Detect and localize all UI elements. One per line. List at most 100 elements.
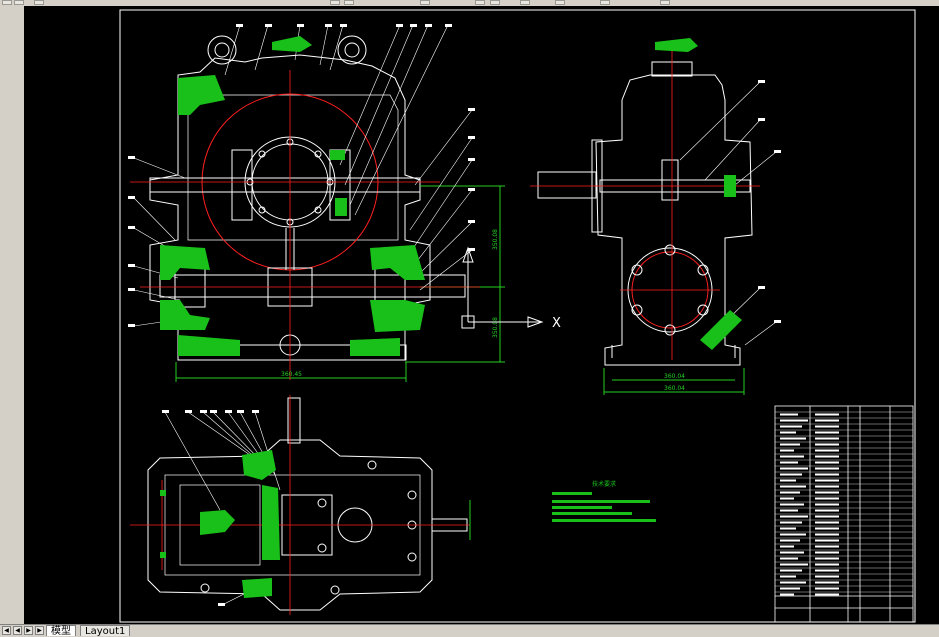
bom-cell-text	[815, 581, 839, 584]
first-tab-button[interactable]: ◀	[2, 626, 11, 635]
layout-tab-bar: ◀ ◀ ▶ ▶ 模型 Layout1	[0, 624, 939, 637]
bom-cell-text	[780, 539, 800, 542]
toolbar-icon[interactable]	[555, 0, 565, 5]
bom-cell-text	[815, 431, 839, 434]
bom-cell-text	[815, 557, 839, 560]
bom-cell-text	[815, 587, 839, 590]
bom-cell-text	[780, 533, 806, 536]
bom-cell-text	[780, 497, 794, 500]
bom-cell-text	[815, 527, 839, 530]
bom-cell-text	[780, 569, 802, 572]
bom-cell-text	[780, 425, 802, 428]
bom-cell-text	[780, 515, 808, 518]
side-view	[530, 40, 777, 395]
bom-cell-text	[780, 437, 806, 440]
bom-cell-text	[780, 479, 796, 482]
bom-cell-text	[780, 485, 806, 488]
left-dock-panel	[0, 6, 25, 624]
cad-drawing[interactable]: 360.45 350.08 350.08 X	[24, 6, 939, 624]
bom-cell-text	[780, 551, 804, 554]
toolbar-icon[interactable]	[600, 0, 610, 5]
bom-cell-text	[780, 503, 804, 506]
bom-cell-text	[815, 575, 839, 578]
bom-cell-text	[815, 461, 839, 464]
bom-cell-text	[780, 581, 806, 584]
bom-cell-text	[780, 509, 798, 512]
bom-cell-text	[815, 533, 839, 536]
bom-cell-text	[815, 425, 839, 428]
bom-cell-text	[780, 527, 796, 530]
toolbar-icon[interactable]	[520, 0, 530, 5]
bom-cell-text	[780, 557, 798, 560]
bom-cell-text	[780, 467, 808, 470]
toolbar-icon[interactable]	[660, 0, 670, 5]
bom-cell-text	[780, 563, 808, 566]
balloon-labels-top	[162, 410, 259, 606]
bom-cell-text	[815, 509, 839, 512]
bom-cell-text	[780, 491, 800, 494]
bom-cell-text	[815, 503, 839, 506]
front-dim-height-lower: 350.08	[492, 317, 499, 338]
toolbar-icon[interactable]	[344, 0, 354, 5]
bom-cell-text	[815, 497, 839, 500]
front-view-sections	[160, 36, 425, 356]
bom-cell-text	[815, 413, 839, 416]
bom-cell-text	[815, 545, 839, 548]
toolbar-icon[interactable]	[2, 0, 12, 5]
bom-cell-text	[815, 569, 839, 572]
bom-cell-text	[815, 593, 839, 596]
bom-cell-text	[780, 473, 802, 476]
bom-rows	[775, 411, 913, 596]
side-dim-base-width: 360.04	[664, 373, 685, 380]
bom-cell-text	[815, 473, 839, 476]
bom-cell-text	[780, 431, 796, 434]
last-tab-button[interactable]: ▶	[35, 626, 44, 635]
bom-cell-text	[780, 575, 796, 578]
bom-cell-text	[780, 545, 794, 548]
bom-cell-text	[780, 455, 804, 458]
technical-requirements: 技术要求	[552, 480, 656, 522]
bom-cell-text	[780, 413, 798, 416]
prev-tab-button[interactable]: ◀	[13, 626, 22, 635]
bom-cell-text	[780, 449, 794, 452]
bom-cell-text	[815, 485, 839, 488]
toolbar-icon[interactable]	[475, 0, 485, 5]
ucs-x-label: X	[552, 316, 561, 331]
toolbar-icon[interactable]	[420, 0, 430, 5]
top-view-sections	[160, 450, 280, 598]
top-view	[130, 395, 471, 615]
bom-cell-text	[815, 419, 839, 422]
toolbar-icon[interactable]	[34, 0, 44, 5]
bom-cell-text	[780, 443, 800, 446]
side-dim-overall-width: 360.04	[664, 385, 685, 392]
drawing-frame	[119, 9, 916, 623]
bom-cell-text	[815, 479, 839, 482]
tab-layout1[interactable]: Layout1	[80, 625, 131, 637]
toolbar-icon[interactable]	[14, 0, 24, 5]
bom-cell-text	[815, 449, 839, 452]
bom-cell-text	[815, 455, 839, 458]
drawing-canvas[interactable]: 360.45 350.08 350.08 X	[24, 6, 939, 624]
bom-cell-text	[815, 563, 839, 566]
toolbar-icon[interactable]	[330, 0, 340, 5]
bom-cell-text	[815, 521, 839, 524]
bom-cell-text	[815, 491, 839, 494]
bom-cell-text	[780, 521, 802, 524]
toolbar-icon[interactable]	[490, 0, 500, 5]
bom-cell-text	[780, 593, 794, 596]
bom-cell-text	[815, 515, 839, 518]
bom-cell-text	[780, 461, 798, 464]
tab-model[interactable]: 模型	[46, 625, 76, 637]
bom-cell-text	[815, 539, 839, 542]
bom-cell-text	[815, 443, 839, 446]
tech-requirements-title: 技术要求	[592, 480, 616, 488]
bom-cell-text	[815, 437, 839, 440]
balloon-labels-front	[128, 24, 475, 327]
front-dim-overall-width: 360.45	[281, 371, 302, 378]
bom-cell-text	[780, 587, 800, 590]
bom-cell-text	[815, 551, 839, 554]
side-view-sections	[655, 38, 742, 350]
next-tab-button[interactable]: ▶	[24, 626, 33, 635]
balloon-labels-side	[758, 80, 781, 323]
front-dim-height-upper: 350.08	[492, 229, 499, 250]
